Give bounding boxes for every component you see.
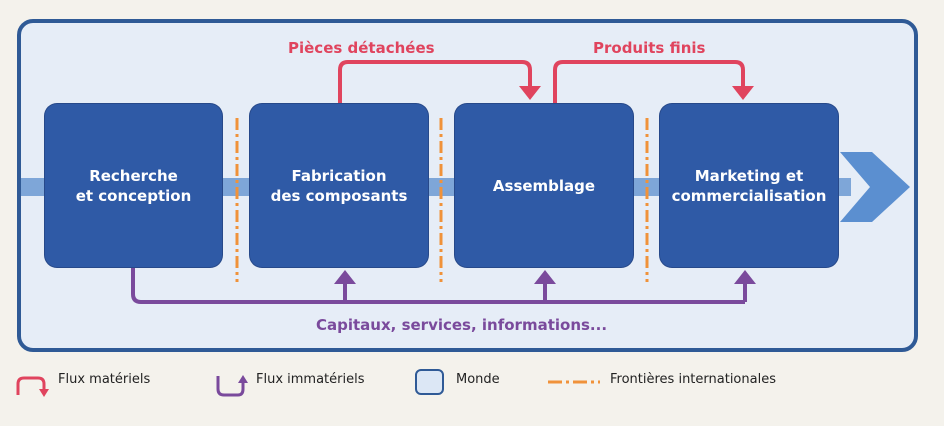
legend-world-icon <box>415 369 444 395</box>
value-chain-arrowhead <box>840 152 910 222</box>
legend-material-label: Flux matériels <box>58 372 151 387</box>
legend-borders-label: Frontières internationales <box>610 372 776 387</box>
legend-world-label: Monde <box>456 372 500 387</box>
flow-label-pieces: Pièces détachées <box>288 39 435 57</box>
immaterial-flow-arrows <box>131 268 747 304</box>
international-borders <box>235 118 649 282</box>
step-assemblage: Assemblage <box>455 104 633 267</box>
legend-immaterial-label: Flux immatériels <box>256 372 365 387</box>
step-fabrication: Fabrication des composants <box>250 104 428 267</box>
value-chain-band <box>21 178 851 196</box>
material-flow-arrows <box>338 60 745 104</box>
flow-label-produits: Produits finis <box>593 39 706 57</box>
legend-material-icon <box>16 376 49 397</box>
legend-immaterial-icon <box>216 375 248 397</box>
step-marketing: Marketing et commercialisation <box>660 104 838 267</box>
flow-label-capitaux: Capitaux, services, informations... <box>316 316 608 334</box>
step-recherche: Recherche et conception <box>45 104 222 267</box>
